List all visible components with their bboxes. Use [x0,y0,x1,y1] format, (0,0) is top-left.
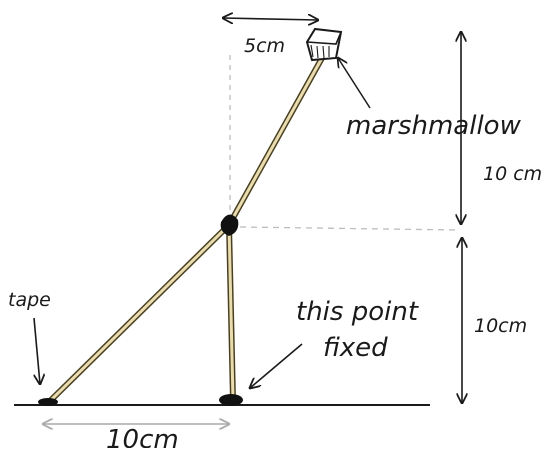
tape-pointer-arrow [33,317,40,384]
label-top-dimension: 5cm [244,35,285,57]
fixed-point-arrow [250,343,303,388]
label-upper-height: 10 cm [483,163,542,185]
label-fixed-point-line1: this point [296,297,419,327]
marshmallow-icon [305,27,343,62]
label-fixed-point-line2: fixed [323,333,388,363]
label-tape: tape [8,289,51,311]
stick-diagonal-lower [47,222,232,404]
label-marshmallow: marshmallow [346,111,522,141]
joint-tape [220,214,239,236]
tape-left [38,398,58,406]
horizontal-guide-dashed [239,226,459,231]
marshmallow-pointer-arrow [338,58,371,109]
tape-bottom-fixed [219,394,243,406]
dimension-arrow-top [223,18,318,20]
stick-diagonal-upper [226,55,325,228]
label-lower-height: 10cm [474,315,527,337]
label-bottom-dimension: 10cm [106,425,179,448]
stick-vertical [226,222,236,403]
